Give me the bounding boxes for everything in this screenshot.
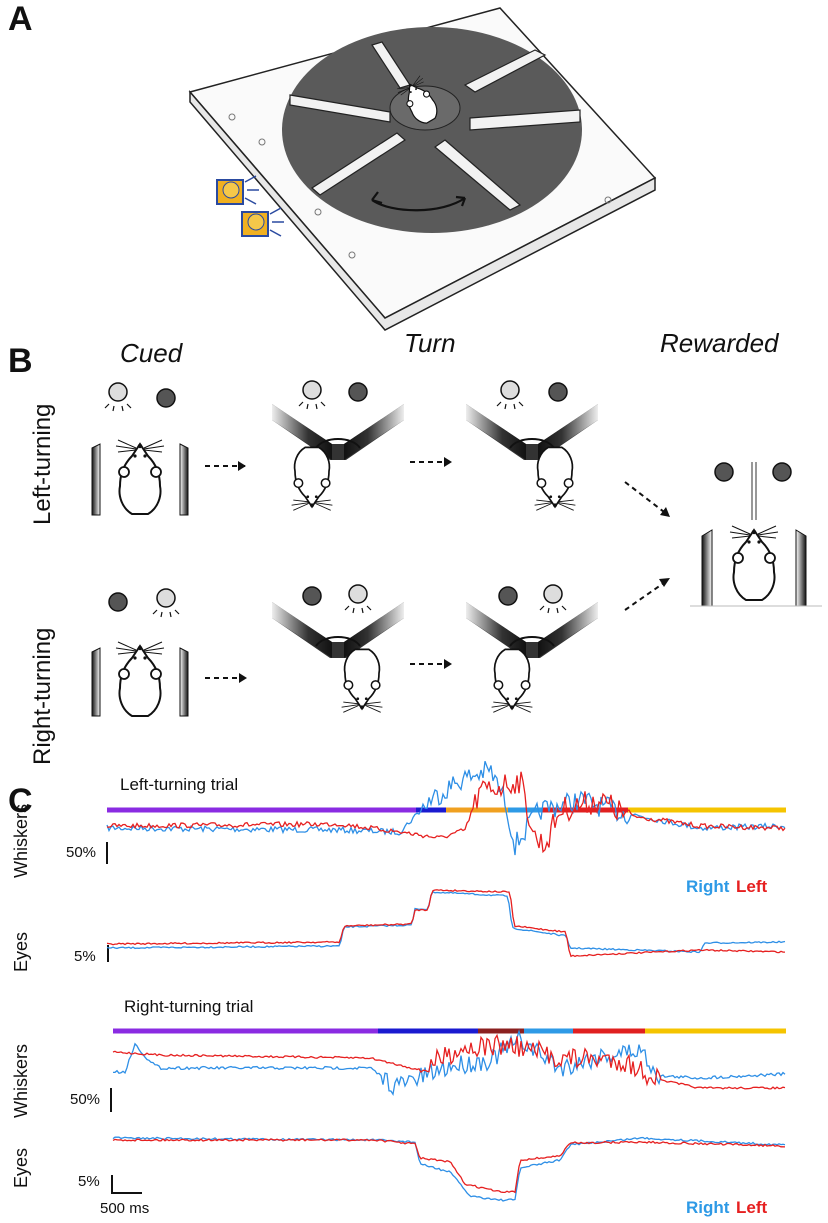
cue-lamp-off-icon — [108, 592, 128, 612]
left-whisker-trace — [106, 771, 786, 854]
legend-left: Left — [736, 877, 768, 896]
eye-scale-label-2: 5% — [78, 1173, 100, 1190]
mouse-icon — [115, 439, 165, 515]
eyes-axis-label: Eyes — [11, 932, 31, 972]
panel-letter-c: C — [8, 782, 33, 820]
cue-lamp-on-icon — [496, 380, 524, 410]
cue-lamp-off-icon — [498, 586, 518, 606]
cue-lamp-on-icon — [298, 380, 326, 410]
cue-lamp-on-icon — [152, 588, 180, 618]
cue-lamp-off-icon — [714, 462, 734, 482]
right-whisker-trace-2 — [112, 1029, 786, 1096]
turn-state-1 — [271, 584, 405, 714]
legend-right-2: Right — [686, 1198, 730, 1217]
mouse-icon — [115, 641, 165, 717]
right-whisker-trace — [106, 760, 786, 856]
eye-time-scale-bar — [111, 1175, 142, 1194]
turn-state-2 — [465, 584, 599, 714]
cue-lamp-off-icon — [548, 382, 568, 402]
whiskers-axis-label: Whiskers — [11, 804, 31, 878]
cue-lamp-off-icon — [156, 388, 176, 408]
legend-left-2: Left — [736, 1198, 768, 1217]
turn-state-1 — [271, 380, 405, 512]
cue-lamp-on-icon — [104, 382, 132, 412]
led-lamp-icon — [216, 175, 259, 205]
cued-state — [91, 382, 189, 516]
cue-lamp-off-icon — [772, 462, 792, 482]
mouse-icon — [340, 648, 384, 714]
traces-panel: Left-turning trial Whiskers 50% Right Le… — [11, 760, 786, 1217]
cue-lamp-off-icon — [302, 586, 322, 606]
whisker-scale-label-2: 50% — [70, 1091, 100, 1108]
eyes-axis-label-2: Eyes — [11, 1148, 31, 1188]
time-scale-label: 500 ms — [100, 1200, 149, 1217]
mouse-icon — [490, 648, 534, 714]
led-lamp-icon — [241, 207, 284, 237]
turn-state-2 — [465, 380, 599, 512]
cue-lamp-on-icon — [344, 584, 372, 614]
stage-label-rewarded: Rewarded — [660, 328, 780, 358]
panel-letter-b: B — [8, 342, 33, 380]
cue-lamp-off-icon — [348, 382, 368, 402]
mouse-icon — [533, 446, 577, 512]
cue-lamp-on-icon — [539, 584, 567, 614]
mouse-icon — [290, 446, 334, 512]
right-trial-title: Right-turning trial — [124, 997, 253, 1016]
left-eye-trace-2 — [112, 1138, 786, 1194]
row-label-right-turning: Right-turning — [29, 628, 56, 765]
left-trial-title: Left-turning trial — [120, 775, 238, 794]
mouse-icon — [729, 525, 779, 601]
left-eye-trace — [106, 889, 785, 958]
left-whisker-trace-2 — [112, 1033, 786, 1090]
left-turning-row — [91, 380, 670, 517]
apparatus-illustration — [188, 7, 657, 331]
legend-right: Right — [686, 877, 730, 896]
whisker-scale-label: 50% — [66, 844, 96, 861]
rewarded-state — [690, 462, 822, 607]
cued-state — [91, 588, 189, 717]
stage-label-turn: Turn — [404, 328, 456, 358]
row-label-left-turning: Left-turning — [29, 404, 56, 525]
panel-letter-a: A — [8, 0, 33, 38]
right-eye-trace-2 — [112, 1136, 786, 1202]
eye-scale-label: 5% — [74, 948, 96, 965]
whiskers-axis-label-2: Whiskers — [11, 1044, 31, 1118]
right-turning-row — [91, 578, 670, 717]
stage-label-cued: Cued — [120, 338, 184, 368]
